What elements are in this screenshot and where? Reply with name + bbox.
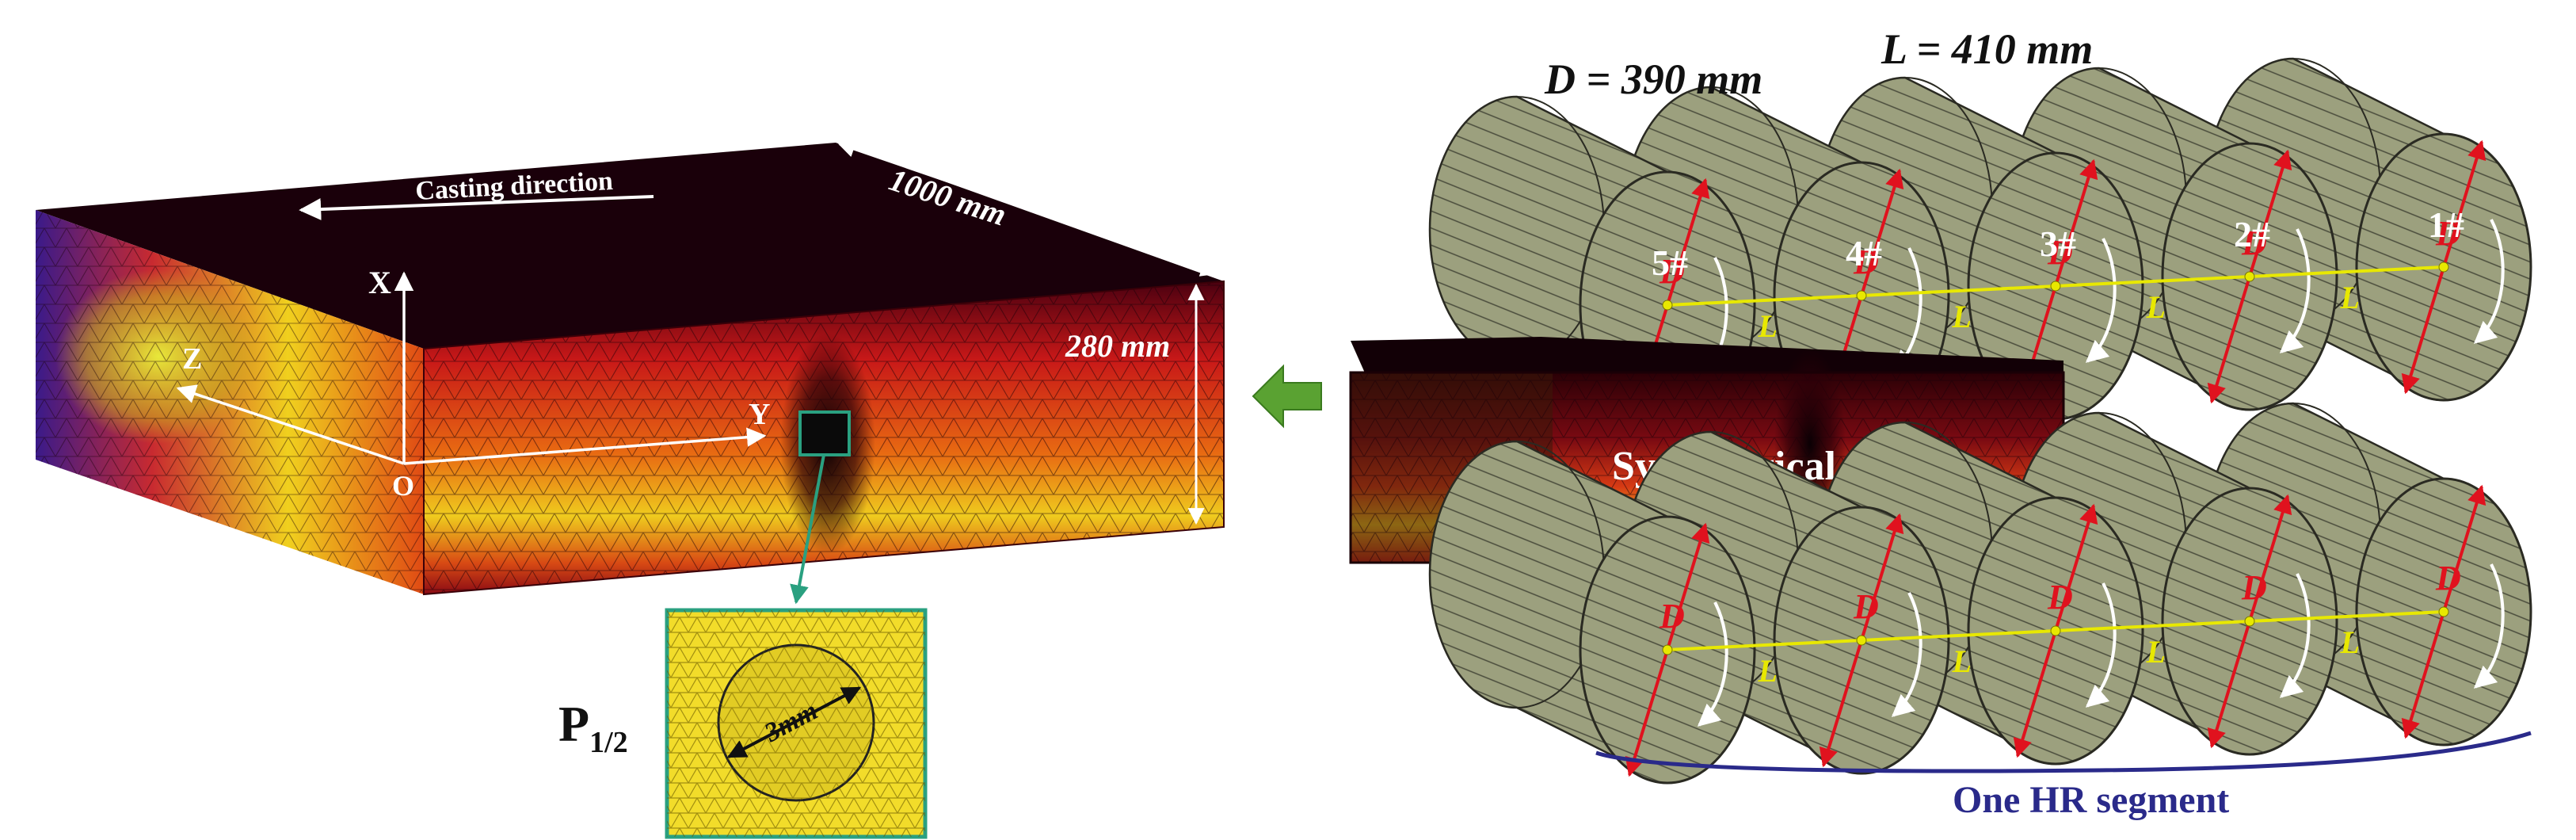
roll-diameter-label: D = 390 mm (1544, 55, 1762, 103)
roll-diameter-symbol: D (2047, 578, 2073, 617)
roll-pitch-label: L = 410 mm (1881, 25, 2093, 73)
roll-number-label: 5# (1652, 242, 1688, 283)
roll-diameter-symbol: D (1659, 597, 1685, 636)
roll-diameter-symbol: D (2241, 568, 2267, 607)
green-left-arrow (1252, 364, 1322, 429)
segment-label: One HR segment (1953, 779, 2229, 821)
roll-pitch-symbol: L (2340, 624, 2360, 660)
axis-z-label: Z (182, 342, 202, 376)
roll-diameter-symbol: D (2241, 223, 2267, 262)
origin-label: O (392, 470, 414, 502)
roll-diameter-symbol: D (1659, 252, 1685, 291)
slab-thickness-label: 280 mm (1065, 328, 1170, 364)
slab-model: Casting direction 1000 mm 280 mm X Y Z O (36, 141, 1225, 605)
roll-number-label: 3# (2040, 223, 2076, 264)
roll-pitch-symbol: L (2146, 634, 2166, 670)
roll-pitch-symbol: L (2146, 289, 2166, 325)
detail-point-label: P1/2 (558, 696, 628, 759)
detail-inset: 3mm P1/2 (558, 608, 928, 839)
roll-number-label: 4# (1846, 233, 1882, 273)
roll-number-label: 2# (2234, 214, 2270, 254)
roll-pitch-symbol: L (1952, 299, 1972, 334)
roll-diameter-symbol: D (2047, 233, 2073, 272)
roll-pitch-symbol: L (1952, 643, 1972, 679)
segment-bracket (1595, 731, 2532, 773)
roll-pitch-symbol: L (1758, 308, 1778, 344)
roll-diameter-symbol: D (1853, 587, 1879, 626)
roll-pitch-symbol: L (1758, 653, 1778, 689)
roll-number-label: 1# (2428, 204, 2464, 245)
roll-diameter-symbol: D (2435, 559, 2461, 598)
detail-selection-box (798, 410, 851, 456)
lower-roll-row: D D D D D L L L L (1428, 402, 2532, 785)
roll-diameter-symbol: D (2435, 214, 2461, 253)
roll-diameter-symbol: D (1853, 242, 1879, 281)
axis-y-label: Y (749, 398, 770, 431)
axis-x-label: X (368, 265, 391, 300)
roll-pitch-symbol: L (2340, 280, 2360, 315)
